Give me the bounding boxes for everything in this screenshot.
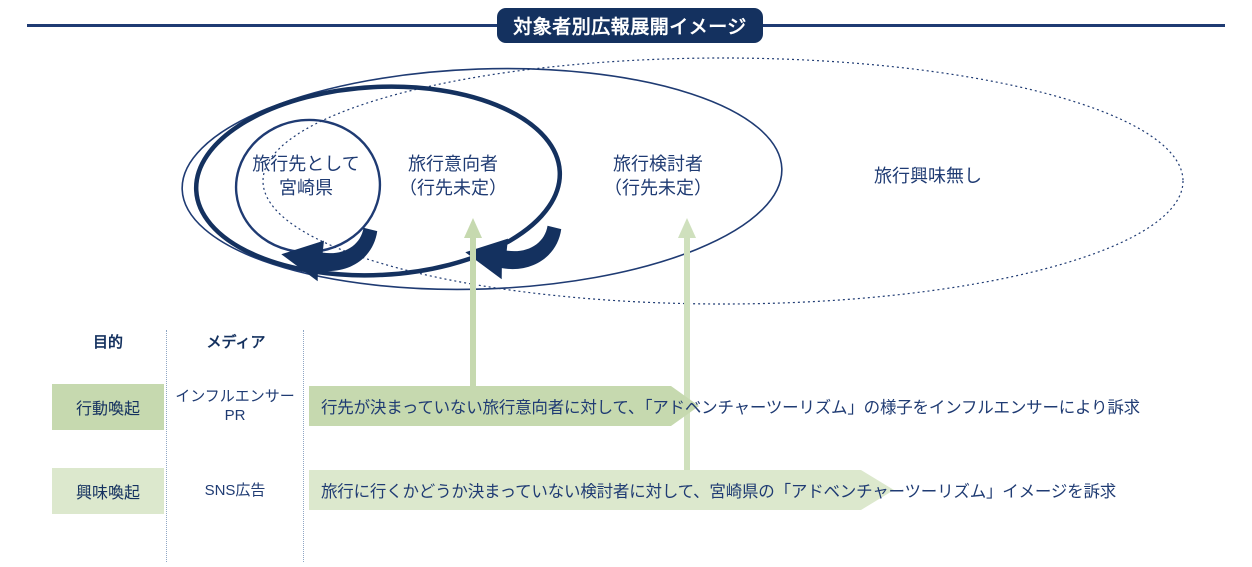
header-purpose: 目的 bbox=[92, 334, 123, 351]
message-text-row2: 旅行に行くかどうか決まっていない検討者に対して、宮崎県の「アドベンチャーツーリズ… bbox=[321, 483, 1117, 501]
message-band-row2: 旅行に行くかどうか決まっていない検討者に対して、宮崎県の「アドベンチャーツーリズ… bbox=[309, 470, 1116, 510]
page-title: 対象者別広報展開イメージ bbox=[497, 8, 763, 43]
column-divider-media-message bbox=[303, 330, 304, 562]
label-destination-miyazaki: 旅行先として 宮崎県 bbox=[252, 154, 360, 198]
label-travel-intender: 旅行意向者 （行先未定） bbox=[399, 154, 507, 198]
label-travel-considerer: 旅行検討者 （行先未定） bbox=[604, 154, 712, 198]
ellipse-travel-intender bbox=[193, 84, 563, 278]
label-no-travel-interest: 旅行興味無し bbox=[874, 166, 982, 186]
message-arrow-shape-row2 bbox=[309, 470, 894, 510]
message-arrow-shape-row1 bbox=[309, 386, 699, 426]
cell-purpose-row1: 行動喚起 bbox=[52, 384, 164, 430]
message-band-row1: 行先が決まっていない旅行意向者に対して、「アドベンチャーツーリズム」の様子をイン… bbox=[309, 386, 1140, 426]
up-arrow-sns bbox=[678, 218, 696, 472]
audience-venn-diagram bbox=[181, 57, 1184, 305]
message-text-row1: 行先が決まっていない旅行意向者に対して、「アドベンチャーツーリズム」の様子をイン… bbox=[321, 399, 1140, 417]
up-arrow-influencer bbox=[464, 218, 482, 388]
column-divider-purpose-media bbox=[166, 330, 167, 562]
cell-purpose-row2: 興味喚起 bbox=[52, 468, 164, 514]
title-rule-right bbox=[763, 24, 1225, 27]
conversion-arrow-inner bbox=[281, 227, 378, 282]
conversion-arrow-middle bbox=[465, 225, 562, 280]
title-rule-left bbox=[27, 24, 497, 27]
header-media: メディア bbox=[206, 334, 266, 351]
ellipse-travel-considerer bbox=[181, 67, 783, 291]
ellipse-no-travel-interest bbox=[262, 57, 1184, 305]
cell-media-row2: SNS広告 bbox=[204, 481, 266, 499]
cell-media-row1: インフルエンサー PR bbox=[175, 388, 295, 424]
